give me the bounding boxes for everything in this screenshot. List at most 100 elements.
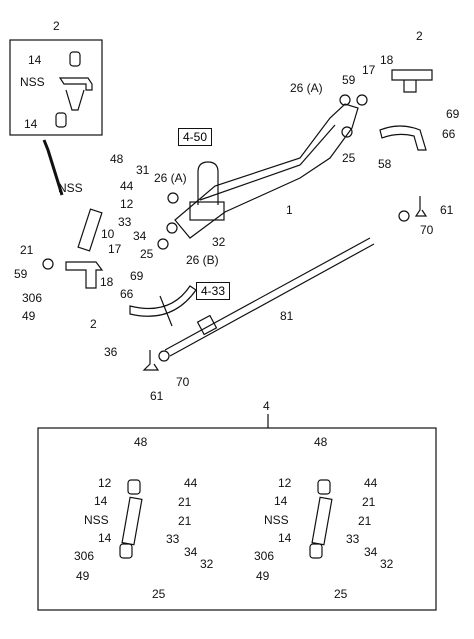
inset-knuckle <box>58 77 93 111</box>
kit-left-49: 49 <box>76 569 90 583</box>
inset-bushing-bottom <box>55 112 67 128</box>
label-306: 306 <box>22 291 43 305</box>
label-26b: 26 (B) <box>186 253 219 267</box>
label-49: 49 <box>22 309 36 323</box>
kit-left-bushing-top <box>127 479 141 495</box>
label-10: 10 <box>101 227 115 241</box>
label-12: 12 <box>120 197 134 211</box>
label-25-right: 25 <box>342 151 356 165</box>
kit-left-306: 306 <box>74 549 95 563</box>
label-58: 58 <box>378 157 392 171</box>
label-59-left: 59 <box>14 267 28 281</box>
label-61-right: 61 <box>440 203 454 217</box>
inset-bushing-top <box>69 51 81 67</box>
label-17-right: 17 <box>362 63 376 77</box>
kit-right-25: 25 <box>334 587 348 601</box>
kit-left-bushing-bottom <box>119 543 133 559</box>
label-21: 21 <box>20 243 34 257</box>
label-26a-mid: 26 (A) <box>154 171 187 185</box>
label-18-right: 18 <box>380 53 394 67</box>
kit-left-14b: 14 <box>98 531 112 545</box>
kit-right-44: 44 <box>364 476 378 490</box>
spring-seat <box>189 201 225 221</box>
washer-26a <box>339 94 351 106</box>
label-36: 36 <box>104 345 118 359</box>
nut-70-left <box>158 350 170 362</box>
label-inset-14-bottom: 14 <box>24 117 38 131</box>
kit-right-33: 33 <box>346 532 360 546</box>
washer-26b <box>166 222 178 234</box>
washer-26a-mid <box>167 192 179 204</box>
label-34: 34 <box>133 229 147 243</box>
label-nss: NSS <box>58 181 83 195</box>
kit-left-12: 12 <box>98 476 112 490</box>
kit-left-44: 44 <box>184 476 198 490</box>
ref-box-4-50[interactable]: 4-50 <box>178 128 213 146</box>
inset-pointer <box>42 139 64 196</box>
label-2-left: 2 <box>90 317 97 331</box>
axle-beam <box>174 103 359 239</box>
label-32: 32 <box>212 235 226 249</box>
kit-left-34: 34 <box>184 545 198 559</box>
label-2-right: 2 <box>416 29 423 43</box>
washer-25 <box>341 126 353 138</box>
label-17: 17 <box>108 242 122 256</box>
label-25-mid: 25 <box>140 247 154 261</box>
kit-right-pin <box>311 496 333 546</box>
label-61-left: 61 <box>150 389 164 403</box>
tie-rod-end-right <box>414 196 428 217</box>
label-70-right: 70 <box>420 223 434 237</box>
label-48: 48 <box>110 152 124 166</box>
kit-left-21a: 21 <box>178 495 192 509</box>
kit-left-nss: NSS <box>84 513 109 527</box>
kit-right-12: 12 <box>278 476 292 490</box>
label-inset-title: 2 <box>53 19 60 33</box>
kit-left-32: 32 <box>200 557 214 571</box>
kit-left-25: 25 <box>152 587 166 601</box>
label-69-right: 69 <box>446 107 460 121</box>
label-44: 44 <box>120 179 134 193</box>
label-66-left: 66 <box>120 287 134 301</box>
u-bolt <box>197 161 219 205</box>
kit-right-34: 34 <box>364 545 378 559</box>
label-kit-4: 4 <box>263 399 270 413</box>
tie-rod <box>164 237 375 357</box>
kit-right-nss: NSS <box>264 513 289 527</box>
arm-link <box>159 295 173 327</box>
label-18: 18 <box>100 275 114 289</box>
kit-right-48: 48 <box>314 435 328 449</box>
kit-right-bushing-bottom <box>309 543 323 559</box>
kit-frame <box>37 427 437 611</box>
king-pin <box>77 208 103 252</box>
left-knuckle <box>65 261 104 289</box>
kit-right-14a: 14 <box>274 494 288 508</box>
label-33: 33 <box>118 215 132 229</box>
kit-right-49: 49 <box>256 569 270 583</box>
right-arm-58 <box>379 125 427 151</box>
kit-left-pin <box>121 496 143 546</box>
nut-59-left <box>42 258 54 270</box>
label-inset-nss: NSS <box>20 75 45 89</box>
label-59-right: 59 <box>342 73 356 87</box>
label-31: 31 <box>136 163 150 177</box>
washer-25-mid <box>157 238 169 250</box>
label-inset-14-top: 14 <box>28 53 42 67</box>
nut-70-right <box>398 210 410 222</box>
kit-right-21b: 21 <box>358 514 372 528</box>
label-81: 81 <box>280 309 294 323</box>
kit-right-32: 32 <box>380 557 394 571</box>
label-70-left: 70 <box>176 375 190 389</box>
axle-beam-inner <box>199 124 336 201</box>
label-26a-right: 26 (A) <box>290 81 323 95</box>
kit-left-21b: 21 <box>178 514 192 528</box>
inset-box <box>9 39 103 136</box>
kit-right-21a: 21 <box>362 495 376 509</box>
label-66-right: 66 <box>442 127 456 141</box>
nut-59-right <box>356 94 368 106</box>
kit-left-33: 33 <box>166 532 180 546</box>
kit-right-306: 306 <box>254 549 275 563</box>
ref-box-4-33[interactable]: 4-33 <box>196 282 231 300</box>
kit-right-bushing-top <box>317 479 331 495</box>
kit-right-14b: 14 <box>278 531 292 545</box>
